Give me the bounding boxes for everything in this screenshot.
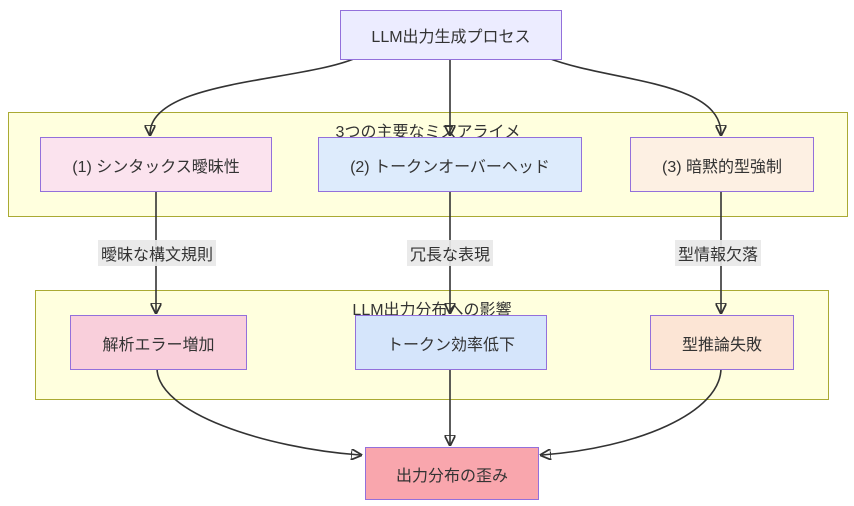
edge-label-missing-type-info: 型情報欠落 xyxy=(674,240,762,266)
group-misalignments-title: 3つの主要なミスアライメ xyxy=(335,124,521,141)
node-output-distribution-distortion: 出力分布の歪み xyxy=(365,447,539,500)
node-llm-output-process: LLM出力生成プロセス xyxy=(340,10,562,60)
group-output-impact-title: LLM出力分布への影響 xyxy=(352,302,512,319)
node-parse-error-increase: 解析エラー増加 xyxy=(70,315,247,370)
edge-label-verbose-expression: 冗長な表現 xyxy=(406,240,494,266)
node-implicit-type-coercion: (3) 暗黙的型強制 xyxy=(630,137,814,192)
node-token-overhead: (2) トークンオーバーヘッド xyxy=(318,137,582,192)
edge-label-ambiguous-grammar-rules: 曖昧な構文規則 xyxy=(97,240,217,266)
node-syntax-ambiguity: (1) シンタックス曖昧性 xyxy=(40,137,272,192)
node-token-efficiency-drop: トークン効率低下 xyxy=(355,315,547,370)
node-type-inference-failure: 型推論失敗 xyxy=(650,315,794,370)
